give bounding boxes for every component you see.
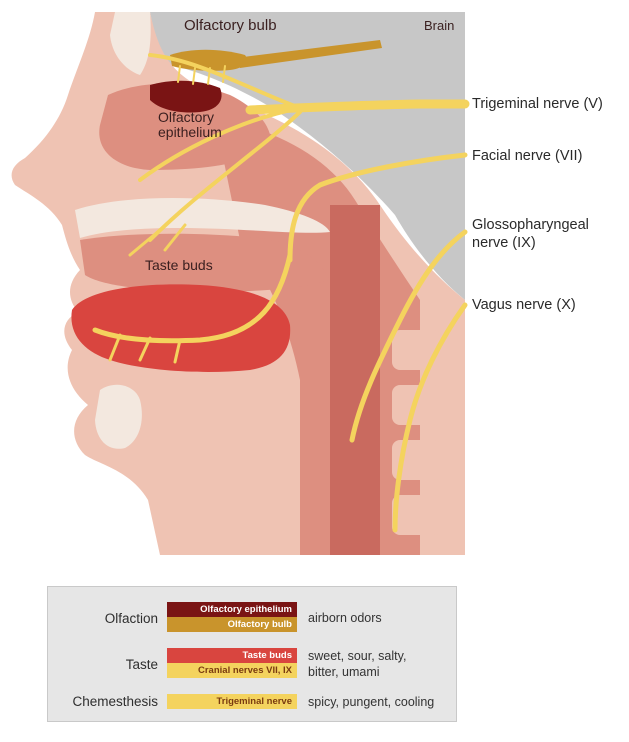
legend-bar-trigeminal-nerve: Trigeminal nerve (167, 694, 297, 709)
legend-category-taste: Taste (48, 657, 158, 672)
jaw-bone (95, 385, 142, 449)
legend-box: Olfaction Olfactory epithelium Olfactory… (47, 586, 457, 722)
legend-category-olfaction: Olfaction (48, 611, 158, 626)
legend-desc-taste-line1: sweet, sour, salty, (308, 648, 406, 664)
legend-desc-taste-line2: bitter, umami (308, 664, 380, 680)
label-brain: Brain (424, 18, 454, 33)
vertebra (392, 495, 442, 535)
legend-bar-cranial-nerves: Cranial nerves VII, IX (167, 663, 297, 678)
label-glossopharyngeal-nerve: Glossopharyngeal nerve (IX) (472, 216, 589, 252)
label-olfactory-epithelium-line1: Olfactory (158, 110, 222, 125)
head-cross-section-diagram (0, 0, 629, 560)
legend-bar-olfactory-epithelium: Olfactory epithelium (167, 602, 297, 617)
legend-desc-chemesthesis: spicy, pungent, cooling (308, 694, 434, 710)
legend-bar-olfactory-bulb: Olfactory bulb (167, 617, 297, 632)
label-olfactory-epithelium-line2: epithelium (158, 125, 222, 140)
label-taste-buds: Taste buds (145, 258, 213, 273)
legend-bar-taste-buds: Taste buds (167, 648, 297, 663)
label-trigeminal-nerve: Trigeminal nerve (V) (472, 95, 603, 113)
label-olfactory-bulb: Olfactory bulb (184, 18, 277, 33)
legend-category-chemesthesis: Chemesthesis (48, 694, 158, 709)
label-vagus-nerve: Vagus nerve (X) (472, 296, 576, 314)
legend-desc-olfaction: airborn odors (308, 610, 382, 626)
label-facial-nerve: Facial nerve (VII) (472, 147, 582, 165)
label-olfactory-epithelium: Olfactory epithelium (158, 110, 222, 140)
label-glossopharyngeal-line1: Glossopharyngeal (472, 216, 589, 234)
label-glossopharyngeal-line2: nerve (IX) (472, 234, 589, 252)
